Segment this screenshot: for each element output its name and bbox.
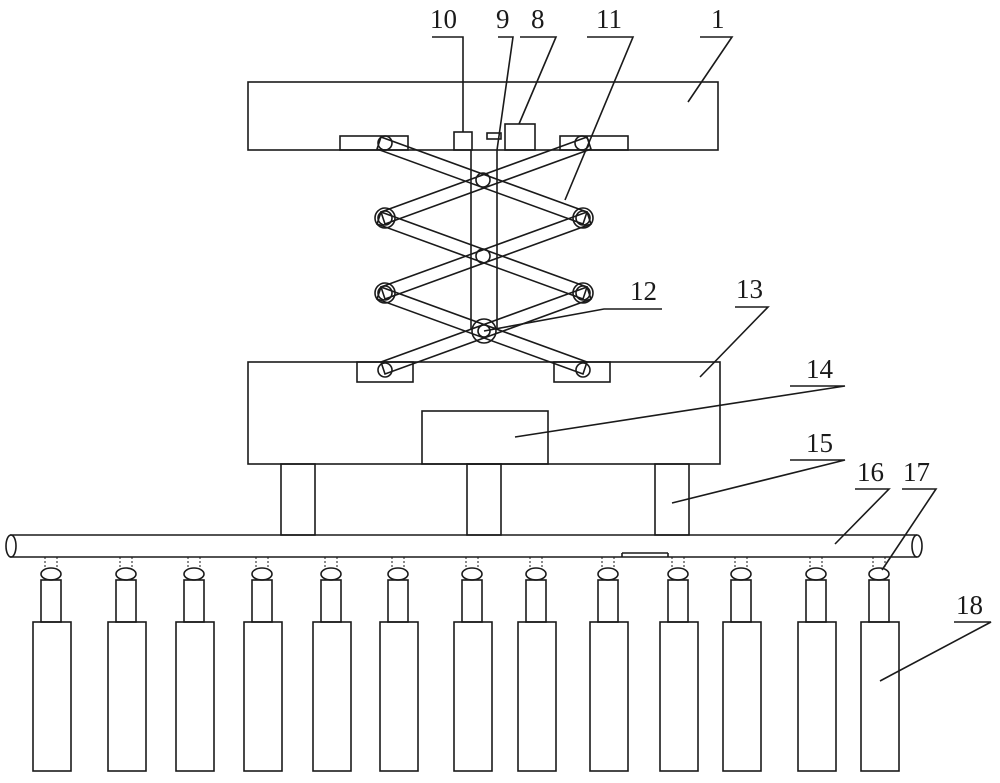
hanger-ring-6 [387,567,409,581]
piston-rod-10 [667,579,689,623]
cylinder-10 [659,621,699,772]
piston-rod-7 [461,579,483,623]
cylinder-2 [107,621,147,772]
piston-rod-11 [730,579,752,623]
cylinder-5 [312,621,352,772]
sensor-10 [453,131,473,151]
piston-rod-2 [115,579,137,623]
cylinder-6 [379,621,419,772]
piston-rod-8 [525,579,547,623]
hanger-ring-7 [461,567,483,581]
piston-rod-5 [320,579,342,623]
label-17: 17 [903,457,930,487]
label-1: 1 [711,4,725,34]
crossbar-right-end [911,534,923,558]
support-leg-middle [466,463,502,536]
cylinder-8 [517,621,557,772]
hanger-ring-3 [183,567,205,581]
cylinder-12 [797,621,837,772]
label-18: 18 [956,590,983,620]
piston-rod-4 [251,579,273,623]
label-16: 16 [857,457,884,487]
hanger-ring-4 [251,567,273,581]
control-box-14 [421,410,549,465]
hanger-ring-5 [320,567,342,581]
hanger-ring-2 [115,567,137,581]
pivot-joints [377,135,591,378]
piston-rod-13 [868,579,890,623]
hanger-ring-9 [597,567,619,581]
hanger-ring-10 [667,567,689,581]
lower-left-slide-block [356,361,414,383]
label-12: 12 [630,276,657,306]
piston-rod-12 [805,579,827,623]
label-13: 13 [736,274,763,304]
hanger-assemblies [32,557,900,772]
crossbar-left-end [5,534,17,558]
cylinder-3 [175,621,215,772]
cylinder-9 [589,621,629,772]
hanger-ring-8 [525,567,547,581]
side-joint-brackets [374,207,594,304]
hanger-ring-1 [40,567,62,581]
lower-housing [247,361,721,465]
cylinder-1 [32,621,72,772]
piston-rod-9 [597,579,619,623]
cylinder-7 [453,621,493,772]
hanger-ring-12 [805,567,827,581]
top-left-slide-block [339,135,409,151]
label-14: 14 [806,354,834,384]
cylinder-11 [722,621,762,772]
hanger-ring-13 [868,567,890,581]
small-part-9 [486,132,502,140]
support-leg-left [280,463,316,536]
piston-rod-6 [387,579,409,623]
top-plate [247,81,719,151]
pulley-12 [471,318,497,344]
cylinder-13 [860,621,900,772]
cylinder-4 [243,621,283,772]
pulley-12-inner [477,324,491,338]
lower-right-slide-block [553,361,611,383]
hanger-ring-11 [730,567,752,581]
leader-lines [432,36,992,682]
motor-8 [504,123,536,151]
label-8: 8 [531,4,545,34]
label-15: 15 [806,428,833,458]
piston-rod-3 [183,579,205,623]
label-11: 11 [596,4,622,34]
piston-rod-1 [40,579,62,623]
top-right-slide-block [559,135,629,151]
label-9: 9 [496,4,510,34]
label-10: 10 [430,4,457,34]
